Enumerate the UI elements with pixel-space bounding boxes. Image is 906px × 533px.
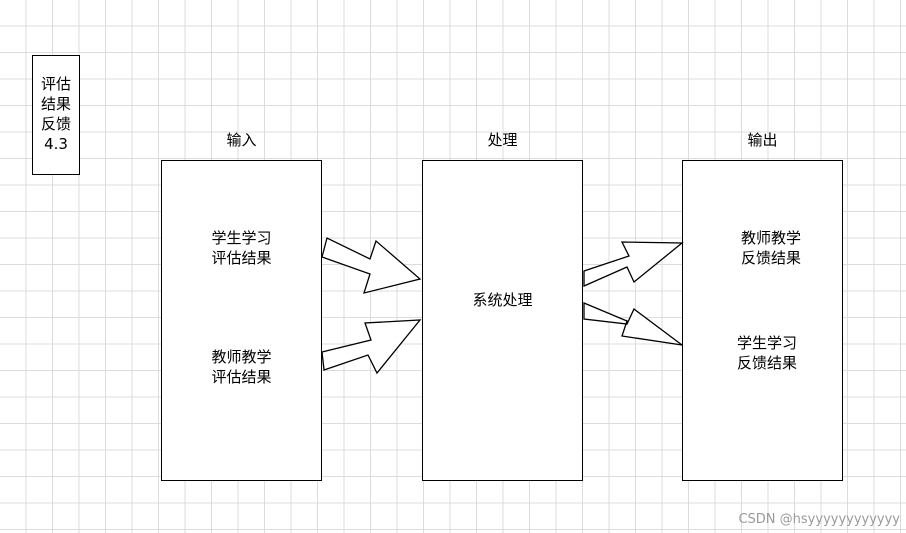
output-item-teacher-line2: 反馈结果: [740, 249, 801, 267]
input-header: 输入: [226, 131, 257, 149]
input-item-teacher-line2: 评估结果: [211, 368, 272, 386]
section-label: 评估 结果 反馈 4.3: [32, 74, 80, 154]
input-item-student-line2: 评估结果: [211, 249, 272, 267]
output-item-teacher: 教师教学 反馈结果: [682, 228, 860, 268]
section-label-line1: 评估: [40, 75, 71, 93]
process-header: 处理: [487, 131, 518, 149]
arrow-input-student-to-process: [321, 237, 422, 294]
output-item-student-line2: 反馈结果: [736, 354, 797, 372]
output-item-teacher-line1: 教师教学: [740, 229, 801, 247]
watermark: CSDN @hsyyyyyyyyyyyy: [738, 512, 900, 527]
input-item-teacher: 教师教学 评估结果: [161, 347, 322, 387]
section-label-box: [32, 55, 80, 175]
output-header: 输出: [747, 131, 778, 149]
section-label-line4: 4.3: [44, 135, 68, 153]
arrow-process-to-output-teacher: [583, 241, 684, 287]
input-item-student-line1: 学生学习: [211, 229, 272, 247]
output-item-student: 学生学习 反馈结果: [682, 333, 852, 373]
output-box: [682, 160, 843, 481]
process-box: [422, 160, 583, 481]
section-label-line2: 结果: [40, 95, 71, 113]
section-label-line3: 反馈: [40, 115, 71, 133]
output-item-student-line1: 学生学习: [736, 334, 797, 352]
input-item-teacher-line1: 教师教学: [211, 348, 272, 366]
process-item: 系统处理: [472, 291, 533, 309]
input-item-student: 学生学习 评估结果: [161, 228, 322, 268]
input-box: [161, 160, 322, 481]
arrow-input-teacher-to-process: [321, 319, 422, 375]
arrow-process-to-output-student: [583, 302, 683, 346]
